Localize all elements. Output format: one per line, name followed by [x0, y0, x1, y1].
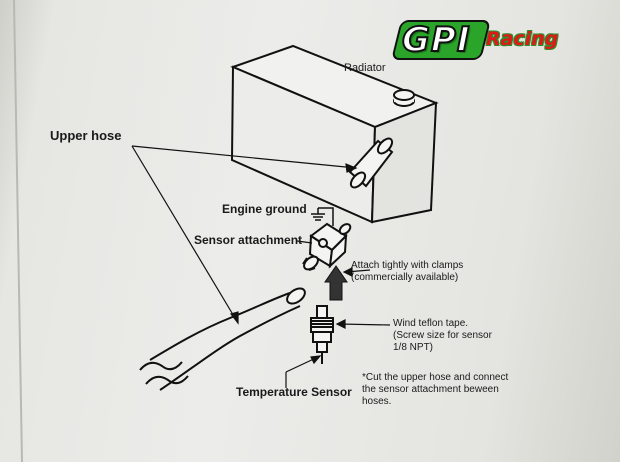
teflon-tape-line-1: Wind teflon tape.	[393, 318, 469, 329]
install-arrow	[324, 265, 348, 301]
radiator	[230, 44, 439, 224]
sensor-attachment	[302, 222, 352, 271]
attach-clamps-line-1: Attach tightly with clamps	[351, 260, 464, 271]
cut-hose-line-1: *Cut the upper hose and connect	[362, 372, 509, 383]
radiator-side-face	[370, 101, 438, 224]
logo-racing-text: Racing	[486, 28, 559, 50]
cut-hose-note: *Cut the upper hose and connect the sens…	[362, 372, 508, 408]
upper-hose-label: Upper hose	[50, 128, 122, 143]
radiator-label: Radiator	[344, 62, 386, 74]
engine-ground-symbol	[311, 207, 334, 226]
sensor-attachment-label: Sensor attachment	[194, 233, 303, 247]
attach-clamps-line-2: (commercially available)	[351, 272, 459, 283]
logo-gpi-text: GPI	[401, 19, 471, 61]
gpi-racing-logo: GPI Racing	[393, 19, 570, 64]
cut-hose-line-3: hoses.	[362, 396, 392, 407]
teflon-tape-line-2: (Screw size for sensor	[393, 330, 492, 341]
temperature-sensor-label: Temperature Sensor	[236, 385, 352, 399]
leader-lines	[131, 145, 391, 388]
attach-clamps-note: Attach tightly with clamps (commercially…	[351, 260, 463, 284]
page-fold-line	[13, 0, 23, 462]
upper-hose	[139, 287, 306, 391]
teflon-tape-note: Wind teflon tape. (Screw size for sensor…	[393, 318, 492, 354]
cut-hose-line-2: the sensor attachment beween	[362, 384, 499, 395]
radiator-outlet-pipe	[348, 137, 394, 189]
teflon-tape-line-3: 1/8 NPT)	[393, 342, 434, 353]
engine-ground-label: Engine ground	[222, 202, 307, 216]
temperature-sensor	[310, 305, 334, 364]
